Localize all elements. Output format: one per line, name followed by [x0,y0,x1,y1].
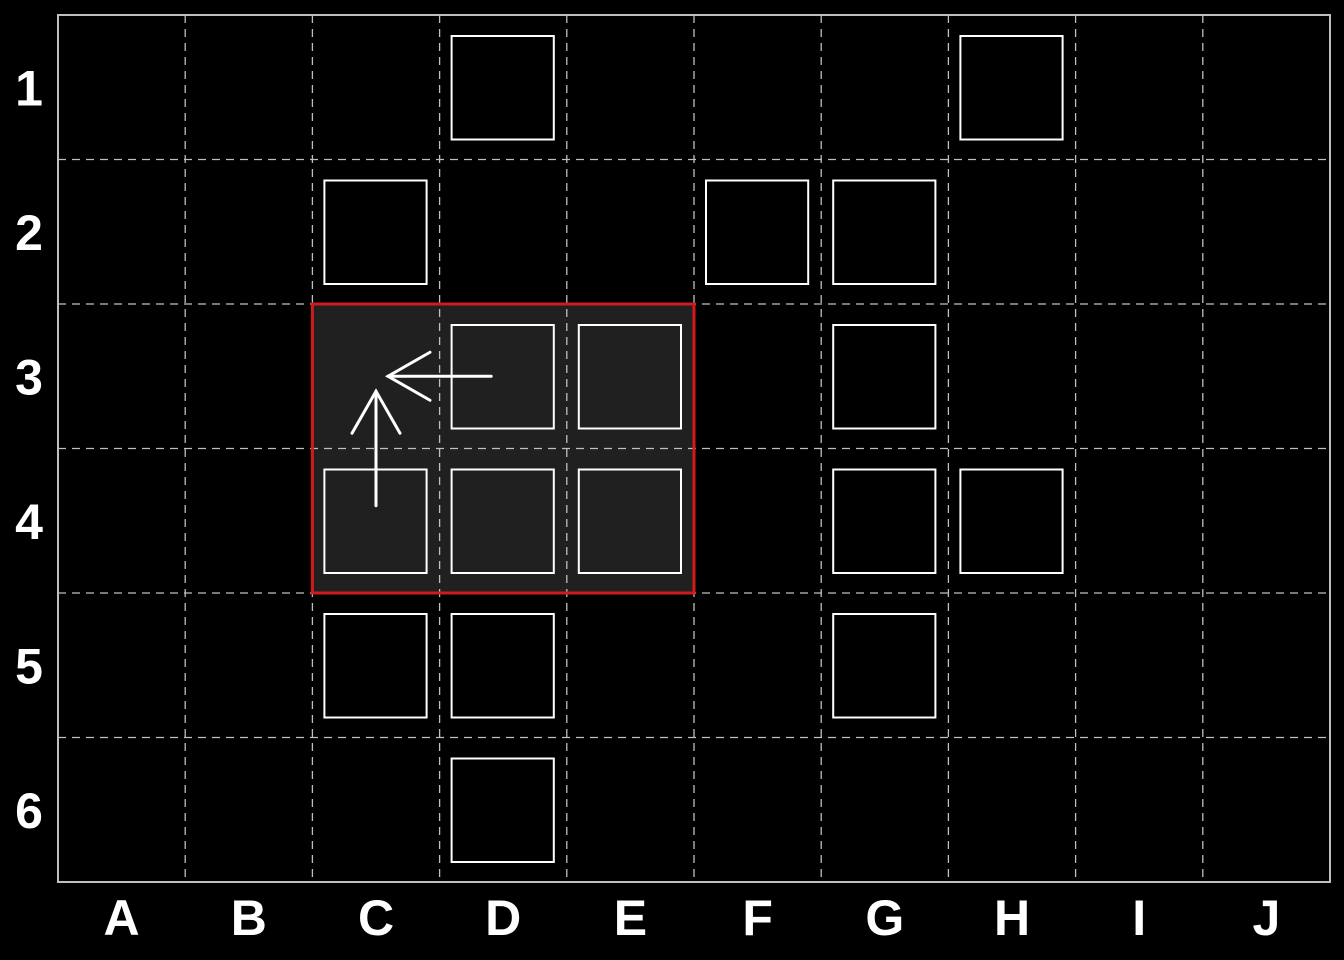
tile-g5[interactable] [832,613,937,719]
tile-e3[interactable] [577,324,682,430]
tile-g2[interactable] [832,179,937,285]
column-label-a: A [104,890,140,946]
arrow-layer [350,350,493,508]
tile-g3[interactable] [832,324,937,430]
row-label-6: 6 [15,783,43,839]
tile-h1[interactable] [959,35,1064,141]
tile-e4[interactable] [577,468,682,574]
arrow-head [384,350,432,402]
tile-c5[interactable] [323,613,428,719]
move-arrow-up [350,388,402,508]
tile-f2[interactable] [705,179,810,285]
column-label-b: B [231,890,267,946]
tile-d6[interactable] [450,757,555,863]
column-label-d: D [485,890,521,946]
column-label-g: G [865,890,904,946]
row-label-4: 4 [15,494,43,550]
tile-layer [323,35,1064,863]
column-label-i: I [1132,890,1146,946]
tile-c2[interactable] [323,179,428,285]
arrow-head [350,388,402,435]
row-label-2: 2 [15,205,43,261]
column-label-e: E [614,890,647,946]
column-label-h: H [994,890,1030,946]
tile-h4[interactable] [959,468,1064,574]
row-labels: 1 2 3 4 5 6 [15,60,43,839]
row-label-5: 5 [15,638,43,694]
selection-border [310,302,696,595]
move-arrow-left [384,350,493,402]
column-labels: A B C D E F G H I J [104,890,1281,946]
tile-d4[interactable] [450,468,555,574]
tile-d1[interactable] [450,35,555,141]
column-label-c: C [358,890,394,946]
tile-d5[interactable] [450,613,555,719]
row-label-3: 3 [15,349,43,405]
column-label-f: F [742,890,773,946]
board-border [57,14,1331,883]
tile-g4[interactable] [832,468,937,574]
row-label-1: 1 [15,60,43,116]
selection-border-layer [310,302,696,595]
column-label-j: J [1252,890,1280,946]
